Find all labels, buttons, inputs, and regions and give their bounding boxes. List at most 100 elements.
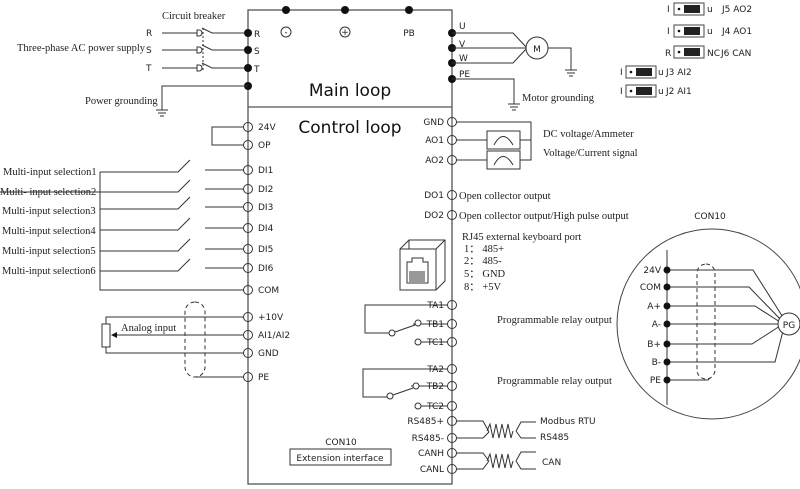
terminal[interactable]: COM: [243, 285, 280, 296]
terminal-dot[interactable]: [663, 376, 671, 384]
rj45-pin-8: 8： +5V: [464, 282, 502, 293]
power-grounding-label: Power grounding: [85, 96, 158, 107]
relay2-description: Programmable relay output: [497, 376, 612, 387]
terminal-dot[interactable]: [663, 266, 671, 274]
terminal[interactable]: DI5: [243, 244, 274, 255]
terminal[interactable]: DI1: [243, 165, 274, 176]
con10-terminal[interactable]: B-: [652, 358, 671, 368]
terminal[interactable]: +10V: [243, 312, 284, 323]
motor-grounding-label: Motor grounding: [522, 93, 595, 104]
terminal[interactable]: DI3: [243, 202, 274, 213]
terminal-label: DI3: [258, 203, 273, 213]
terminal[interactable]: RS485+: [407, 416, 457, 427]
jumper-block: I u J5 AO2 I u J4 AO1 R NC J6 CAN I u J3…: [620, 2, 752, 98]
meter-icon: [486, 150, 521, 170]
terminal[interactable]: TC2: [426, 401, 457, 412]
terminal[interactable]: DI2: [243, 184, 274, 195]
con10-terminal-label: 24V: [643, 266, 661, 276]
terminal[interactable]: DI4: [243, 223, 274, 234]
terminal-label: DO2: [424, 211, 444, 221]
terminal[interactable]: DI6: [243, 263, 274, 274]
terminal[interactable]: GND: [423, 117, 457, 128]
svg-text:J5 AO2: J5 AO2: [721, 5, 752, 15]
terminal[interactable]: CANH: [418, 448, 457, 459]
terminal-label-r: R: [254, 30, 260, 40]
svg-text:I: I: [620, 68, 623, 78]
terminal-t[interactable]: [244, 64, 252, 72]
terminal-label: DI4: [258, 224, 274, 234]
jumper-j2[interactable]: I u J2 AI1: [620, 84, 692, 98]
terminal[interactable]: TA1: [426, 300, 457, 311]
motor-label: M: [533, 45, 541, 55]
con10-terminal[interactable]: PE: [650, 376, 671, 386]
terminal-s[interactable]: [244, 46, 252, 54]
con10-terminal[interactable]: COM: [640, 283, 671, 293]
con10-terminal[interactable]: A-: [652, 320, 671, 330]
ao1-description: DC voltage/Ammeter: [543, 129, 634, 140]
terminal-label: DI1: [258, 166, 273, 176]
con10-terminal-label: PE: [650, 376, 661, 386]
terminal-dot[interactable]: [405, 6, 413, 14]
terminal-label: PE: [258, 373, 269, 383]
terminal-dot[interactable]: [341, 6, 349, 14]
svg-text:NC: NC: [707, 49, 720, 59]
ground-icon: [508, 103, 520, 111]
multi-input-6-label: Multi-input selection6: [2, 266, 96, 277]
ground-icon: [156, 109, 168, 117]
svg-text:J2 AI1: J2 AI1: [665, 87, 692, 97]
shield-icon: [184, 301, 206, 378]
encoder-label: PG: [783, 321, 795, 331]
con10-terminal[interactable]: A+: [647, 302, 671, 312]
terminal-label-pb: PB: [403, 29, 415, 39]
terminal[interactable]: DO2: [424, 210, 457, 221]
terminal-r[interactable]: [244, 29, 252, 37]
terminal-dot[interactable]: [663, 283, 671, 291]
terminal[interactable]: CANL: [420, 464, 457, 475]
terminal-label: TA2: [426, 365, 444, 375]
terminal[interactable]: AI1/AI2: [243, 330, 291, 341]
terminal-dot[interactable]: [663, 340, 671, 348]
terminal[interactable]: RS485-: [412, 433, 457, 444]
terminal-label-w: W: [459, 54, 468, 64]
multi-input-3-label: Multi-input selection3: [2, 206, 96, 217]
jumper-j6[interactable]: R NC J6 CAN: [665, 45, 751, 59]
minus-symbol: [280, 26, 292, 38]
con10-terminal[interactable]: 24V: [643, 266, 671, 276]
con10-terminal-label: A+: [647, 302, 661, 312]
terminal-label: DI2: [258, 185, 273, 195]
terminal-label: TC2: [426, 402, 444, 412]
plus-symbol: [339, 26, 351, 38]
terminal[interactable]: TB2: [426, 381, 457, 392]
con10-terminal[interactable]: B+: [647, 340, 671, 350]
terminal[interactable]: DO1: [424, 190, 457, 201]
analog-outputs: DC voltage/Ammeter Voltage/Current signa…: [452, 121, 638, 222]
extension-interface-box[interactable]: [289, 448, 392, 466]
terminal[interactable]: GND: [243, 348, 279, 359]
terminal-dot[interactable]: [663, 302, 671, 310]
jumper-j4[interactable]: I u J4 AO1: [667, 24, 752, 38]
terminal[interactable]: TA2: [426, 364, 457, 375]
terminal-dot[interactable]: [282, 6, 290, 14]
terminal[interactable]: PE: [243, 372, 270, 383]
terminal-label: DO1: [424, 191, 444, 201]
terminal[interactable]: TC1: [426, 337, 457, 348]
terminal[interactable]: AO2: [425, 155, 457, 166]
terminal-dot[interactable]: [663, 320, 671, 328]
terminal[interactable]: 24V: [243, 122, 277, 133]
jumper-j3[interactable]: I u J3 AI2: [620, 65, 692, 79]
jumper-j5[interactable]: I u J5 AO2: [667, 2, 752, 16]
svg-text:I: I: [667, 5, 670, 15]
terminal-label: COM: [258, 286, 279, 296]
terminal[interactable]: OP: [243, 140, 272, 151]
terminal-dot[interactable]: [663, 358, 671, 366]
terminal-label: DI5: [258, 245, 273, 255]
rj45-title: RJ45 external keyboard port: [462, 232, 581, 243]
terminal[interactable]: TB1: [426, 319, 457, 330]
rs485-label: RS485: [540, 433, 569, 443]
shield-icon: [696, 263, 716, 380]
terminal[interactable]: AO1: [425, 135, 457, 146]
terminal-label: DI6: [258, 264, 274, 274]
terminal-label: AI1/AI2: [258, 331, 290, 341]
svg-text:J4 AO1: J4 AO1: [721, 27, 752, 37]
